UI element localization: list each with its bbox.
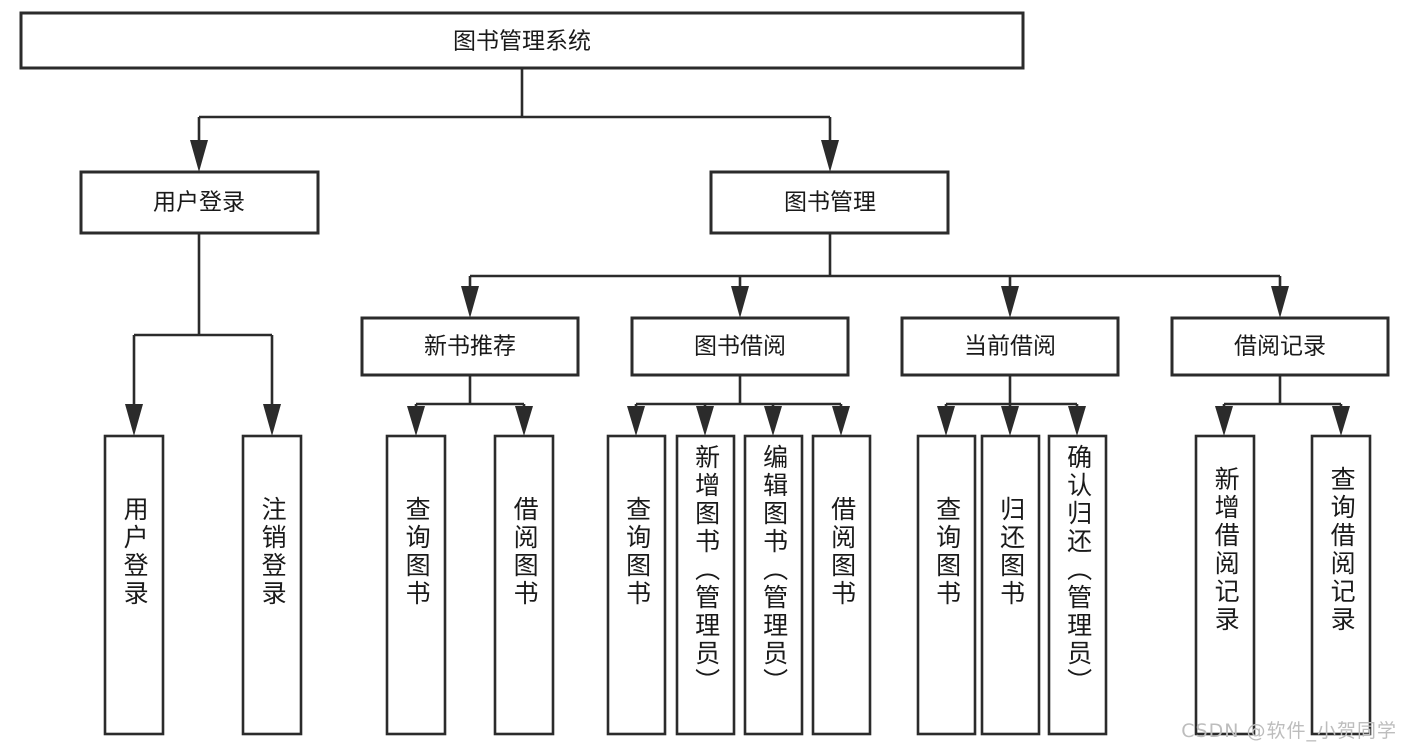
node-root[interactable]: 图书管理系统	[19, 11, 1025, 70]
leaf-box-logout[interactable]	[241, 434, 303, 736]
arrow-leaf-query-record	[1332, 406, 1350, 436]
node-current-borrow[interactable]: 当前借阅	[900, 316, 1120, 377]
arrow-leaf-query-book-1	[407, 406, 425, 436]
leaf-box-add-book[interactable]	[675, 434, 736, 736]
csdn-watermark: CSDN @软件_小贺同学	[1181, 720, 1397, 742]
leaf-box-confirm-return[interactable]	[1047, 434, 1108, 736]
arrow-leaf-logout	[263, 404, 281, 436]
borrow-record-box	[1170, 316, 1390, 377]
arrow-new-book-recommend	[461, 286, 479, 318]
root-box	[19, 11, 1025, 70]
arrow-current-borrow	[1001, 286, 1019, 318]
arrow-book-borrow	[731, 286, 749, 318]
arrow-leaf-user-login	[125, 404, 143, 436]
leaf-box-query-book-1[interactable]	[385, 434, 447, 736]
node-user-login[interactable]: 用户登录	[79, 170, 320, 235]
leaf-box-user-login[interactable]	[103, 434, 165, 736]
arrow-leaf-edit-book	[764, 406, 782, 436]
book-borrow-box	[630, 316, 850, 377]
leaf-box-borrow-book-1[interactable]	[493, 434, 555, 736]
leaf-box-add-record[interactable]	[1194, 434, 1256, 736]
arrow-leaf-add-record	[1215, 406, 1233, 436]
user-login-label: 用户登录	[153, 190, 245, 216]
book-manage-label: 图书管理	[784, 190, 876, 216]
current-borrow-box	[900, 316, 1120, 377]
arrow-leaf-confirm-return	[1068, 406, 1086, 436]
new-book-recommend-box	[360, 316, 580, 377]
node-borrow-record[interactable]: 借阅记录	[1170, 316, 1390, 377]
node-book-manage[interactable]: 图书管理	[709, 170, 950, 235]
leaf-box-query-book-2[interactable]	[606, 434, 667, 736]
book-borrow-label: 图书借阅	[694, 334, 786, 360]
root-label: 图书管理系统	[453, 29, 591, 55]
book-manage-box	[709, 170, 950, 235]
current-borrow-label: 当前借阅	[964, 334, 1056, 360]
arrow-leaf-query-book-2	[627, 406, 645, 436]
leaf-box-query-book-3[interactable]	[916, 434, 977, 736]
arrow-borrow-record	[1271, 286, 1289, 318]
node-new-book-recommend[interactable]: 新书推荐	[360, 316, 580, 377]
arrow-leaf-borrow-book-2	[832, 406, 850, 436]
arrow-leaf-return-book	[1001, 406, 1019, 436]
node-book-borrow[interactable]: 图书借阅	[630, 316, 850, 377]
arrow-leaf-borrow-book-1	[515, 406, 533, 436]
arrow-leaf-add-book	[696, 406, 714, 436]
leaf-box-edit-book[interactable]	[743, 434, 804, 736]
arrow-leaf-query-book-3	[937, 406, 955, 436]
leaf-box-return-book[interactable]	[980, 434, 1041, 736]
new-book-recommend-label: 新书推荐	[424, 334, 516, 360]
arrow-user-login	[190, 140, 208, 172]
leaf-box-borrow-book-2[interactable]	[811, 434, 872, 736]
leaf-box-query-record[interactable]	[1310, 434, 1372, 736]
arrow-book-manage	[821, 140, 839, 172]
borrow-record-label: 借阅记录	[1234, 334, 1326, 360]
